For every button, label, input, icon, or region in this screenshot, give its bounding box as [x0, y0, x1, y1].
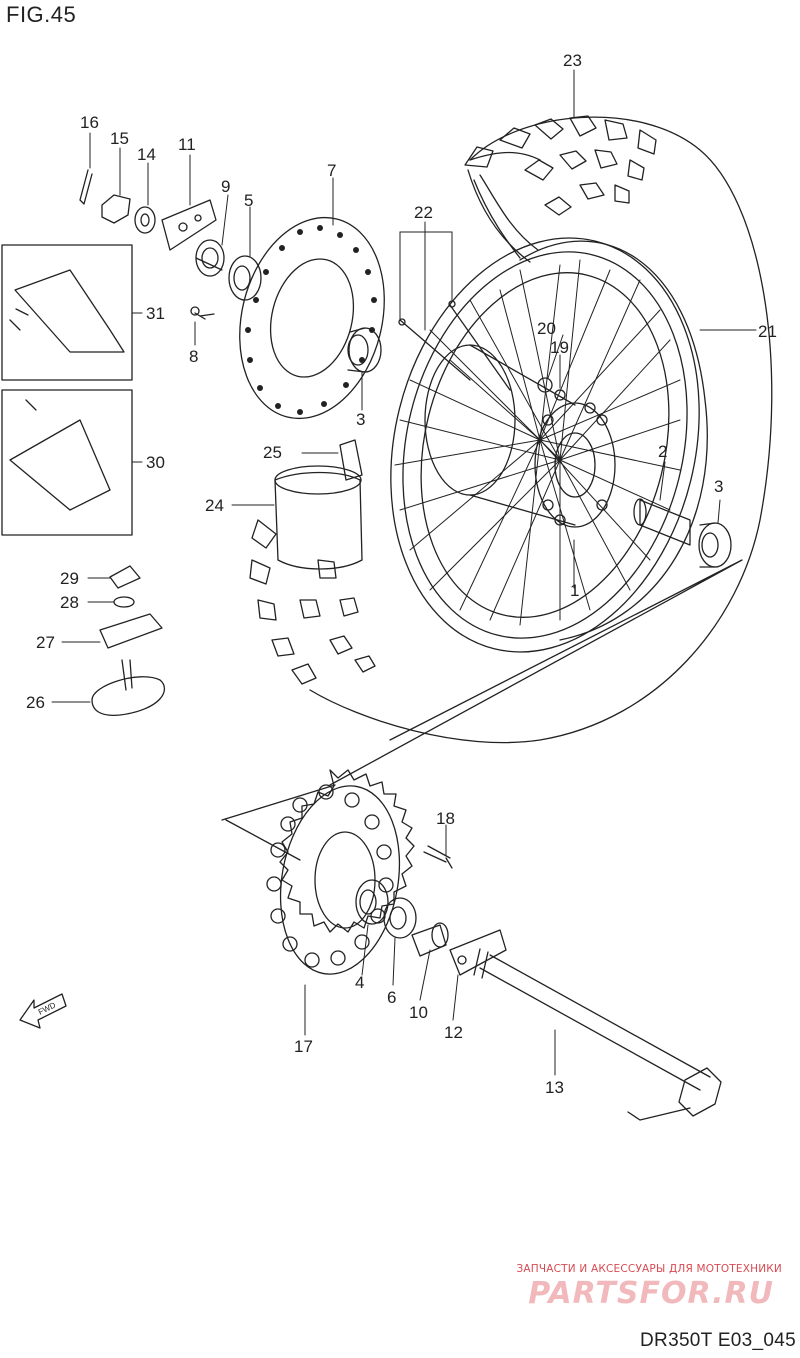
callout-3b: 3 [714, 477, 723, 496]
callout-22: 22 [414, 203, 433, 222]
tube-and-rim-band [274, 439, 363, 570]
callout-26: 26 [26, 693, 45, 712]
callout-2: 2 [658, 442, 667, 461]
callout-16: 16 [80, 113, 99, 132]
callout-27: 27 [36, 633, 55, 652]
callout-7: 7 [327, 161, 336, 180]
callout-6: 6 [387, 988, 396, 1007]
wheel-hub [424, 344, 616, 528]
callout-25: 25 [263, 443, 282, 462]
brake-disc [239, 216, 385, 420]
callout-20: 20 [537, 319, 556, 338]
callout-19: 19 [550, 338, 569, 357]
fwd-arrow-icon [19, 993, 67, 1029]
callout-12: 12 [444, 1023, 463, 1042]
tire [249, 115, 773, 744]
callout-28: 28 [60, 593, 79, 612]
callout-21: 21 [758, 322, 777, 341]
callout-14: 14 [137, 145, 156, 164]
callout-labels: 1 2 3 3 4 5 6 7 8 9 10 11 12 13 14 15 16… [26, 51, 777, 1097]
rear-axle [473, 948, 722, 1121]
callout-17: 17 [294, 1037, 313, 1056]
callout-1: 1 [570, 581, 579, 600]
reference-code: DR350T E03_045 [640, 1330, 796, 1351]
watermark-caption: ЗАПЧАСТИ И АКСЕССУАРЫ ДЛЯ МОТОТЕХНИКИ [516, 1263, 782, 1275]
callout-15: 15 [110, 129, 129, 148]
callout-9: 9 [221, 177, 230, 196]
callout-10: 10 [409, 1003, 428, 1022]
figure-title: FIG.45 [6, 2, 77, 27]
callout-5: 5 [244, 191, 253, 210]
callout-31: 31 [146, 304, 165, 323]
callout-8: 8 [189, 347, 198, 366]
chain-guards [1, 244, 133, 536]
small-parts [79, 169, 732, 976]
callout-29: 29 [60, 569, 79, 588]
callout-13: 13 [545, 1078, 564, 1097]
watermark-logo: PARTSFOR.RU [528, 1276, 774, 1311]
callout-23: 23 [563, 51, 582, 70]
wheel-rim [390, 237, 700, 653]
callout-3a: 3 [356, 410, 365, 429]
rear-sprocket [266, 769, 415, 975]
callout-4: 4 [355, 973, 364, 992]
leader-lines [51, 69, 757, 1076]
callout-18: 18 [436, 809, 455, 828]
callout-24: 24 [205, 496, 224, 515]
spokes [394, 259, 681, 626]
section-divider [221, 559, 743, 861]
callout-30: 30 [146, 453, 165, 472]
callout-11: 11 [178, 135, 196, 154]
rim-lock-parts [91, 565, 166, 716]
